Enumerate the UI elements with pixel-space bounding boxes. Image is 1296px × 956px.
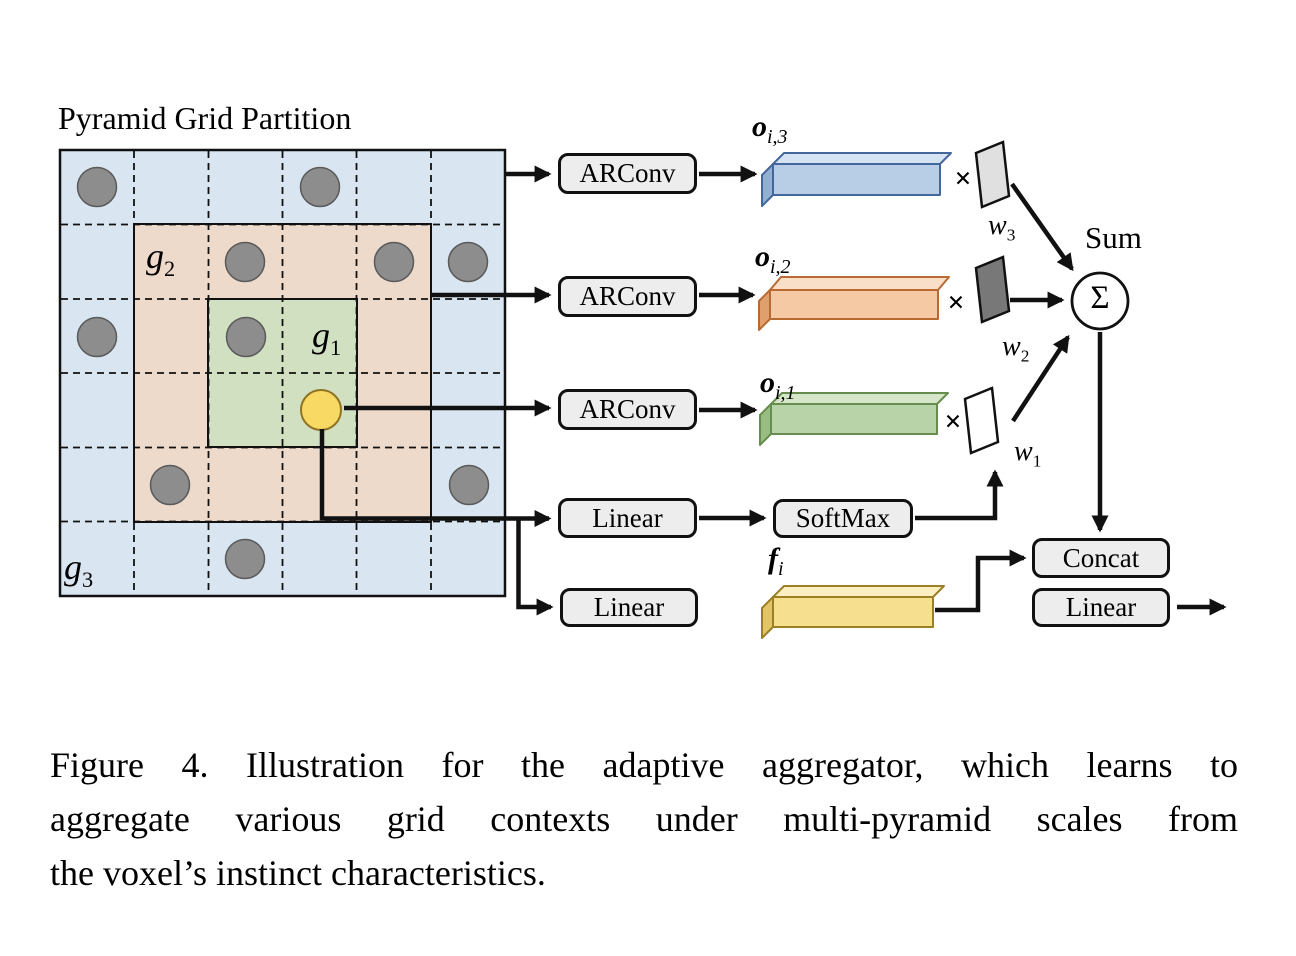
grid-dot [448,464,490,506]
connector-branch-to-linear-bottom [516,518,554,616]
g1-label-sub: 1 [330,335,342,361]
connector-softmax-to-w1 [915,469,1004,521]
arconv-bottom-box: ARConv [558,389,697,430]
sum-node-circle [1070,271,1130,331]
bar-o3-front-face [772,163,941,196]
sum-label: Sum [1085,220,1142,255]
pyramid-grid-partition-title: Pyramid Grid Partition [58,100,352,136]
caption-line-3: the voxel’s instinct characteristics. [50,853,546,893]
o-i2-label-base: o [755,240,770,273]
w2-label: w2 [1002,331,1029,367]
w1-label: w1 [1014,436,1041,472]
g1-label: g1 [312,314,341,361]
arconv-top-box: ARConv [558,153,697,194]
o-i1-label-sub: i,1 [775,382,796,404]
o-i3-label: oi,3 [752,110,788,149]
o-i2-label-sub: i,2 [770,256,791,278]
o-i3-label-base: o [752,110,767,143]
grid-dot [373,241,415,283]
connector-f-to-concat [935,549,1027,613]
caption-line-2: aggregate various grid contexts under mu… [50,799,1238,839]
linear-out-box: Linear [1032,588,1170,627]
weight-w3-parallelogram [974,140,1011,209]
o-i2-label: oi,2 [755,240,791,279]
g3-region-border [58,148,507,598]
connector-voxel-to-linear-top [319,429,552,527]
concat-box: Concat [1032,538,1170,578]
g2-label-base: g [146,236,164,276]
diagram-svg [58,140,1227,639]
g1-label-base: g [312,315,330,355]
multiply-icon: × [954,162,972,195]
multiply-icon: × [944,405,962,438]
weight-w1-parallelogram [963,386,1000,455]
grid-dot [224,538,266,580]
grid-dots [76,166,490,580]
bar-f-end-face [761,596,774,639]
bar-o1 [759,392,949,446]
f-i-label: fi [768,542,784,581]
connector-w1-to-sum [1011,334,1070,423]
w3-label: w3 [988,210,1015,246]
grid-dot [225,316,267,358]
linear-bottom-box: Linear [560,588,698,627]
g1-region-border [207,298,358,448]
caption-line-1: Figure 4. Illustration for the adaptive … [50,745,1238,785]
bar-o1-front-face [770,403,938,435]
bar-o3-top-face [772,152,952,165]
bar-f-front-face [772,596,934,628]
g2-label-sub: 2 [164,256,176,282]
bar-o2 [758,276,950,331]
grid-dot [149,464,191,506]
bar-o3-end-face [761,163,774,207]
center-voxel-dot [300,389,342,431]
g3-label-sub: 3 [82,567,94,593]
g3-label: g3 [64,546,93,593]
f-i-label-base: f [768,542,778,575]
bar-o2-top-face [769,276,950,291]
connector-w3-to-sum [1010,182,1074,272]
w1-label-sub: 1 [1032,451,1042,471]
g3-label-base: g [64,547,82,587]
connectors [319,165,1227,616]
bar-f-top-face [772,585,945,598]
bar-o1-top-face [770,392,949,405]
bar-f [761,585,945,639]
o-i3-label-sub: i,3 [767,126,788,148]
bar-o3 [761,152,952,207]
sigma-symbol: Σ [1090,280,1110,317]
bar-o2-end-face [758,289,771,331]
weight-w2-parallelogram [974,255,1011,324]
g2-region-border [133,223,432,523]
arconv-mid-box: ARConv [558,276,697,317]
multiply-icon: × [947,286,965,319]
softmax-box: SoftMax [773,499,913,538]
w3-label-sub: 3 [1006,225,1016,245]
bar-o1-end-face [759,403,772,446]
w2-label-sub: 2 [1020,346,1030,366]
grid-dot [447,241,489,283]
f-i-label-sub: i [778,558,784,580]
grid-dot [76,166,118,208]
w2-label-base: w [1002,331,1021,362]
grid-dot [76,316,118,358]
bar-o2-front-face [769,289,939,320]
o-i1-label: oi,1 [760,366,796,405]
linear-top-box: Linear [558,498,697,538]
g2-label: g2 [146,235,175,282]
grid-dot [224,241,266,283]
w1-label-base: w [1014,436,1033,467]
w3-label-base: w [988,210,1007,241]
o-i1-label-base: o [760,366,775,399]
grid-dot [299,166,341,208]
